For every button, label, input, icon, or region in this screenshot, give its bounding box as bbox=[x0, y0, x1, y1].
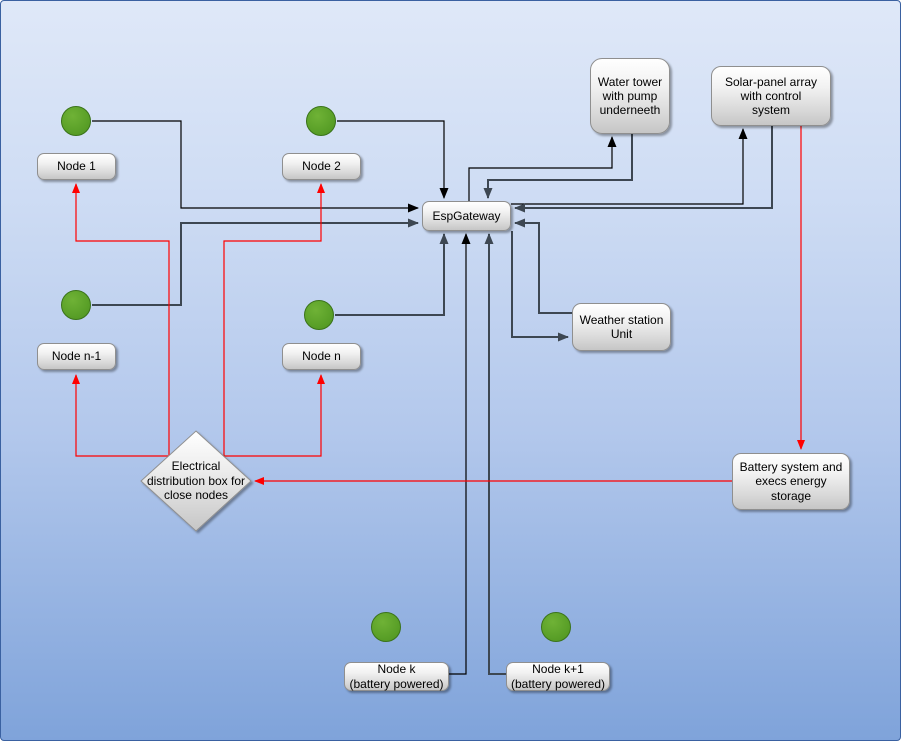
node-n1-status-dot[interactable] bbox=[61, 290, 91, 320]
node-k-box[interactable]: Node k (battery powered) bbox=[344, 662, 449, 691]
wire-node1-to-gateway bbox=[92, 120, 419, 213]
weather-station-box[interactable]: Weather station Unit bbox=[572, 303, 671, 351]
wire-node-k1-to-gateway bbox=[484, 233, 506, 675]
wire-distribution-to-node-n1 bbox=[72, 374, 169, 457]
node-n-label: Node n bbox=[302, 349, 341, 364]
node1-box[interactable]: Node 1 bbox=[37, 153, 116, 180]
node2-status-dot[interactable] bbox=[306, 106, 336, 136]
node-k1-status-dot[interactable] bbox=[541, 612, 571, 642]
wire-water-to-gateway bbox=[483, 134, 633, 199]
node-n1-box[interactable]: Node n-1 bbox=[37, 343, 116, 370]
node-n-status-dot[interactable] bbox=[304, 300, 334, 330]
solar-array-label: Solar-panel array with control system bbox=[724, 74, 818, 118]
battery-system-box[interactable]: Battery system and execs energy storage bbox=[732, 453, 850, 510]
wire-node2-to-gateway bbox=[337, 120, 449, 199]
distribution-box-shape[interactable] bbox=[140, 430, 252, 532]
node-n1-label: Node n-1 bbox=[51, 349, 102, 364]
wire-distribution-to-node2 bbox=[223, 183, 325, 456]
wire-gateway-to-solar bbox=[511, 128, 748, 205]
water-tower-label: Water tower with pump underneeth bbox=[597, 74, 663, 118]
esp-gateway-box[interactable]: EspGateway bbox=[422, 201, 511, 231]
wire-node-k-to-gateway bbox=[449, 233, 471, 675]
wire-solar-to-gateway bbox=[514, 126, 773, 213]
node-k-label: Node k (battery powered) bbox=[349, 662, 444, 691]
node-k-status-dot[interactable] bbox=[371, 612, 401, 642]
wire-node-n-to-gateway bbox=[335, 233, 449, 316]
node1-status-dot[interactable] bbox=[61, 106, 91, 136]
node2-box[interactable]: Node 2 bbox=[282, 153, 361, 180]
wire-node-n1-to-gateway bbox=[92, 218, 419, 306]
weather-station-label: Weather station Unit bbox=[579, 312, 664, 341]
wire-distribution-to-node-n bbox=[224, 374, 325, 457]
node-k1-box[interactable]: Node k+1 (battery powered) bbox=[506, 662, 610, 691]
water-tower-box[interactable]: Water tower with pump underneeth bbox=[590, 58, 670, 134]
esp-gateway-label: EspGateway bbox=[432, 208, 501, 223]
distribution-box-label: Electrical distribution box for close no… bbox=[146, 459, 246, 503]
wire-gateway-to-weather bbox=[511, 231, 569, 342]
wire-distribution-to-node1 bbox=[72, 183, 170, 456]
battery-system-label: Battery system and execs energy storage bbox=[739, 460, 843, 503]
wire-gateway-to-water bbox=[468, 136, 617, 201]
node-n-box[interactable]: Node n bbox=[282, 343, 361, 370]
node2-label: Node 2 bbox=[302, 159, 341, 174]
solar-array-box[interactable]: Solar-panel array with control system bbox=[711, 66, 831, 126]
node-k1-label: Node k+1 (battery powered) bbox=[510, 662, 606, 691]
node1-label: Node 1 bbox=[57, 159, 96, 174]
distribution-box-label-area[interactable]: Electrical distribution box for close no… bbox=[138, 431, 254, 531]
wire-weather-to-gateway bbox=[514, 218, 572, 314]
